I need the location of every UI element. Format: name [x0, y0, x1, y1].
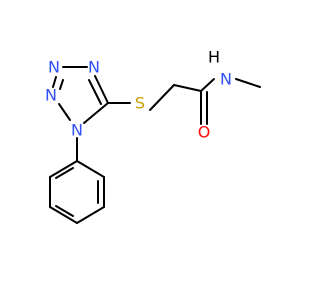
- bond-n-c-tetrazole-right: [94, 75, 109, 104]
- atom-s: S: [135, 94, 145, 113]
- atom-o: O: [198, 123, 211, 142]
- bond-phenyl-inner-2: [55, 205, 74, 217]
- atom-n-tetrazole-left: N: [45, 86, 57, 105]
- bond-ch2-carbonyl: [173, 84, 202, 92]
- bond-phenyl-inner-3: [55, 167, 74, 179]
- atom-n-tetrazole-top-left: N: [48, 58, 60, 77]
- bond-phenyl-4: [49, 206, 78, 224]
- bond-n-n-ring-top-left: [52, 76, 57, 88]
- bond-n-methyl: [235, 78, 261, 88]
- bond-phenyl-3: [76, 206, 105, 224]
- bond-phenyl-6: [49, 160, 78, 178]
- molecule-diagram: N N N N S N H O: [45, 48, 261, 224]
- bond-n-n-ring-left: [58, 103, 71, 121]
- bond-n-c-tetrazole-right-double: [88, 79, 102, 105]
- atom-n-tetrazole-top-right: N: [88, 58, 100, 77]
- atom-n-tetrazole-bottom: N: [71, 121, 83, 140]
- bond-s-ch2: [149, 84, 175, 111]
- atom-n-amide: N: [220, 70, 232, 89]
- bond-carbonyl-n: [200, 78, 215, 92]
- bond-phenyl-1: [76, 160, 105, 178]
- bond-n-n-ring-top-left-double: [59, 79, 64, 90]
- atom-h-amide: H: [208, 48, 220, 67]
- bond-c-n-ring-bottom: [83, 102, 109, 124]
